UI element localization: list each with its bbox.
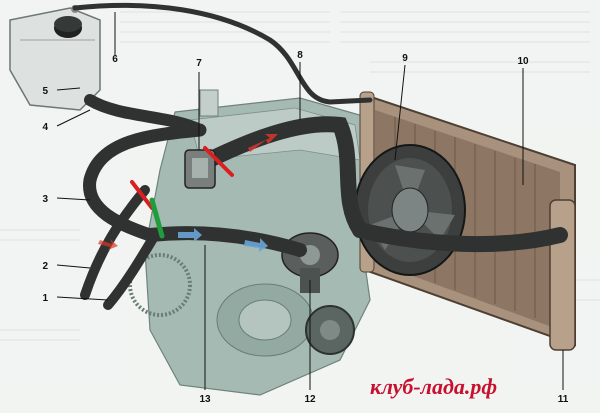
hose-tank-vent-6 (72, 2, 373, 105)
expansion-tank (9, 5, 101, 111)
hoses (72, 2, 568, 310)
cool-flow-arrow-1 (178, 228, 202, 242)
callout-11: 11 (558, 394, 569, 405)
callout-9: 9 (402, 53, 408, 64)
leader-lines (56, 12, 564, 390)
callout-3: 3 (42, 194, 48, 205)
flow-arrows (98, 134, 278, 252)
callout-1: 1 (42, 293, 48, 304)
callout-12: 12 (304, 394, 316, 405)
return-flow-arrow (98, 239, 118, 250)
crankshaft-pulley (305, 305, 355, 355)
thermostat (184, 149, 216, 189)
cool-flow-arrow-2 (244, 238, 268, 252)
site-watermark: клуб-лада.рф (370, 374, 497, 399)
hot-flow-arrow (248, 134, 278, 152)
callout-13: 13 (199, 394, 211, 405)
cooling-fan (354, 144, 466, 276)
closed-marker-thermostat (203, 146, 234, 177)
hose-lower-radiator (352, 222, 568, 253)
closed-marker-heater (130, 180, 154, 210)
hose-heater-supply-1 (103, 230, 160, 310)
hose-heater-return-2 (80, 185, 150, 300)
hose-pump-inlet-13 (143, 226, 307, 257)
hose-upper-radiator-8 (197, 116, 368, 238)
valve-markers (130, 146, 234, 239)
callout-7: 7 (196, 58, 202, 69)
callout-6: 6 (112, 54, 118, 65)
callout-4: 4 (42, 122, 48, 133)
callout-10: 10 (517, 56, 529, 67)
callout-labels: 1 2 3 4 5 6 7 8 9 10 11 12 13 (42, 50, 568, 405)
open-marker-bypass (149, 197, 165, 239)
callout-5: 5 (42, 86, 48, 97)
callout-8: 8 (297, 50, 303, 61)
callout-2: 2 (42, 261, 48, 272)
